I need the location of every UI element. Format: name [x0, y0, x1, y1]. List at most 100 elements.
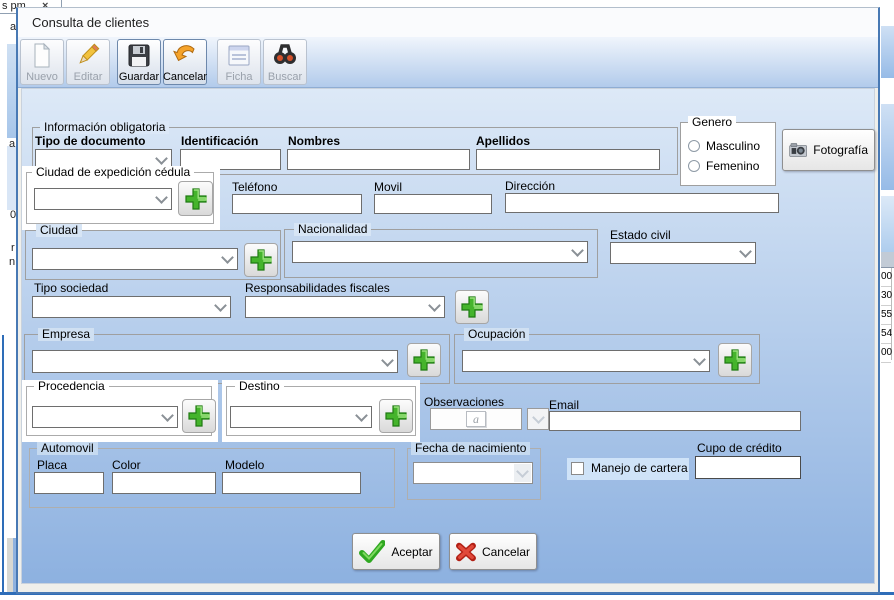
ciudad-expedicion-select[interactable]: [34, 188, 172, 210]
background-right-panel: [881, 26, 894, 78]
add-procedencia-button[interactable]: [182, 399, 216, 433]
cancelar-button[interactable]: Cancelar: [449, 533, 537, 570]
direccion-field[interactable]: [505, 193, 779, 213]
procedencia-select[interactable]: [32, 406, 178, 428]
plus-icon: [385, 405, 407, 427]
tipo-sociedad-label: Tipo sociedad: [34, 281, 109, 295]
cupo-credito-label: Cupo de crédito: [697, 441, 782, 455]
form-card-icon: [228, 45, 250, 66]
background-right-panel: [881, 104, 894, 190]
add-responsabilidad-button[interactable]: [455, 290, 489, 324]
buscar-label: Buscar: [267, 71, 303, 83]
chevron-down-icon: [737, 244, 754, 262]
modelo-field[interactable]: [222, 472, 361, 494]
tipo-sociedad-select[interactable]: [32, 296, 231, 318]
automovil-group: [29, 448, 395, 508]
estado-civil-select[interactable]: [610, 242, 756, 264]
tipo-documento-select[interactable]: [35, 149, 172, 170]
ocupacion-group: [454, 334, 760, 384]
chevron-down-icon: [353, 408, 370, 426]
background-text-fragment: 0: [10, 209, 17, 221]
editar-label: Editar: [73, 71, 103, 83]
movil-label: Movil: [374, 180, 403, 194]
cancelar-toolbar-button[interactable]: Cancelar: [163, 39, 207, 85]
save-floppy-icon: [128, 44, 150, 67]
background-left-panel: [7, 146, 17, 210]
responsabilidades-select[interactable]: [245, 296, 445, 318]
femenino-radio[interactable]: [688, 160, 700, 172]
dialog-toolbar: Nuevo Editar Gu: [18, 37, 878, 88]
telefono-field[interactable]: [232, 194, 362, 214]
destino-select[interactable]: [230, 406, 372, 428]
identificacion-field[interactable]: [180, 149, 281, 170]
background-grid-cell: 54: [881, 325, 892, 344]
nacionalidad-group: [284, 229, 598, 278]
chevron-down-icon: [379, 352, 396, 371]
manejo-cartera-label[interactable]: Manejo de cartera: [591, 461, 688, 475]
dialog-title: Consulta de clientes: [32, 15, 150, 30]
destino-label: Destino: [235, 380, 284, 393]
nombres-field[interactable]: [287, 149, 470, 170]
dialog-titlebar[interactable]: Consulta de clientes: [18, 8, 878, 37]
masculino-label[interactable]: Masculino: [706, 139, 761, 153]
chevron-down-icon: [153, 190, 170, 208]
manejo-cartera-checkbox[interactable]: [571, 462, 584, 475]
plus-icon: [188, 405, 210, 427]
empresa-select[interactable]: [32, 350, 398, 373]
ocupacion-select[interactable]: [462, 350, 710, 372]
telefono-label: Teléfono: [232, 180, 278, 194]
color-label: Color: [112, 458, 141, 472]
observaciones-label: Observaciones: [424, 395, 505, 409]
add-ocupacion-button[interactable]: [718, 343, 752, 377]
ciudad-select[interactable]: [32, 248, 238, 270]
identificacion-label: Identificación: [181, 134, 259, 148]
apellidos-field[interactable]: [476, 149, 660, 170]
add-ciudad-button[interactable]: [244, 243, 278, 277]
fecha-nacimiento-select[interactable]: [413, 462, 533, 484]
check-icon: [359, 539, 386, 563]
background-text-fragment: a: [10, 21, 17, 33]
email-field[interactable]: [549, 411, 801, 431]
buscar-button[interactable]: Buscar: [263, 39, 307, 85]
placa-field[interactable]: [34, 472, 104, 494]
background-text-fragment: n: [9, 256, 16, 268]
editar-button[interactable]: Editar: [66, 39, 110, 85]
add-ciudad-expedicion-button[interactable]: [178, 181, 213, 216]
background-grid-rows: 00 30 55 54 00: [881, 268, 892, 363]
ficha-button[interactable]: Ficha: [217, 39, 261, 85]
cancelar-toolbar-label: Cancelar: [162, 71, 208, 83]
pencil-icon: [79, 43, 100, 64]
chevron-down-icon: [691, 352, 708, 370]
chevron-down-icon: [159, 408, 176, 426]
add-empresa-button[interactable]: [407, 343, 441, 377]
nuevo-button[interactable]: Nuevo: [20, 39, 64, 85]
info-obligatoria-label: Información obligatoria: [40, 121, 170, 134]
genero-group: [680, 122, 776, 186]
guardar-button[interactable]: Guardar: [117, 39, 161, 85]
masculino-radio[interactable]: [688, 140, 700, 152]
plus-icon: [250, 249, 272, 271]
background-grid-cell: 30: [881, 287, 892, 306]
add-destino-button[interactable]: [379, 399, 413, 433]
fotografia-button[interactable]: Fotografía: [782, 129, 875, 171]
background-right-panel: [881, 196, 894, 252]
background-grid-cell: 00: [881, 344, 892, 363]
chevron-down-icon: [212, 298, 229, 316]
observaciones-dropdown-button[interactable]: [527, 408, 549, 430]
femenino-label[interactable]: Femenino: [706, 159, 760, 173]
plus-icon: [461, 296, 483, 318]
destino-group: [226, 386, 416, 436]
tab-close-icon[interactable]: ×: [42, 0, 49, 12]
nombres-label: Nombres: [288, 134, 341, 148]
chevron-down-icon: [531, 411, 545, 424]
aceptar-button[interactable]: Aceptar: [352, 533, 440, 570]
info-obligatoria-group: [32, 127, 678, 175]
cupo-credito-field[interactable]: [695, 456, 801, 479]
background-text-fragment: a: [9, 138, 16, 150]
observaciones-field[interactable]: a: [430, 408, 522, 430]
color-field[interactable]: [112, 472, 216, 494]
nacionalidad-select[interactable]: [292, 241, 588, 263]
ciudad-group: [25, 230, 281, 280]
movil-field[interactable]: [374, 194, 492, 214]
